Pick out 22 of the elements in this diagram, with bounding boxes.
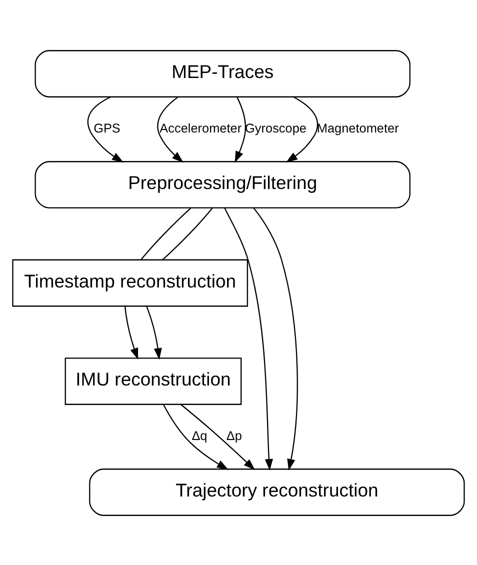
arrow <box>124 306 138 360</box>
node-box: MEP-Traces <box>34 50 410 97</box>
edge-label: GPS <box>94 120 120 135</box>
node-box: IMU reconstruction <box>64 357 242 404</box>
node-box: Trajectory reconstruction <box>89 468 465 516</box>
arrow <box>224 207 273 470</box>
arrow <box>286 96 318 162</box>
arrow <box>180 404 256 470</box>
edge-label: Δp <box>226 428 242 442</box>
edge-label: Δq <box>192 428 208 442</box>
connector <box>162 207 213 260</box>
node-box: Preprocessing/Filtering <box>34 160 410 208</box>
arrow <box>157 96 184 162</box>
arrow <box>87 96 124 162</box>
arrow <box>253 207 298 470</box>
arrow <box>146 306 162 360</box>
connector <box>140 207 192 260</box>
arrow <box>162 404 228 470</box>
arrow <box>234 96 246 162</box>
node-box: Timestamp reconstruction <box>12 258 248 306</box>
edge-label: Magnetometer <box>316 120 399 135</box>
edge-label: Accelerometer <box>160 120 242 135</box>
